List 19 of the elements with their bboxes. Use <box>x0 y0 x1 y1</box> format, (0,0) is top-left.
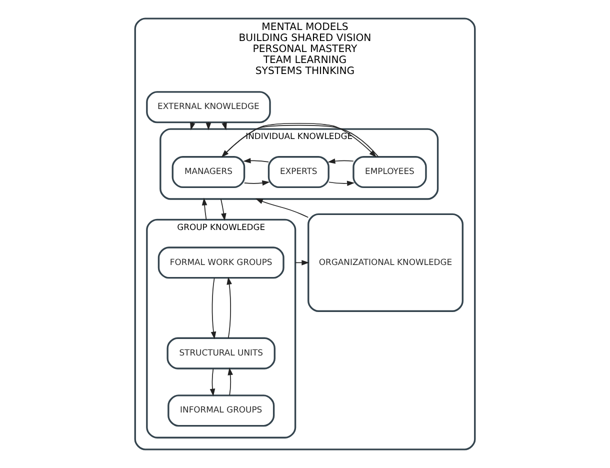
arrow <box>220 198 226 221</box>
node-box: FORMAL WORK GROUPS <box>158 246 284 279</box>
arrow <box>255 198 309 218</box>
arrow <box>294 260 310 266</box>
arrow <box>328 180 355 186</box>
arrow <box>202 198 208 220</box>
arrow <box>244 180 270 186</box>
arrow <box>210 278 216 340</box>
arrow <box>243 158 269 164</box>
node-box: EXPERTS <box>268 156 330 188</box>
arrow <box>210 368 216 396</box>
node-box: STRUCTURAL UNITS <box>166 337 276 370</box>
arrow <box>226 276 232 338</box>
arrow <box>228 367 233 396</box>
node-box: MANAGERS <box>172 156 246 188</box>
node-box: EMPLOYEES <box>352 156 427 188</box>
node-box: ORGANIZATIONAL KNOWLEDGE <box>308 213 464 312</box>
node-box: INFORMAL GROUPS <box>168 394 275 427</box>
arrow <box>328 158 354 164</box>
